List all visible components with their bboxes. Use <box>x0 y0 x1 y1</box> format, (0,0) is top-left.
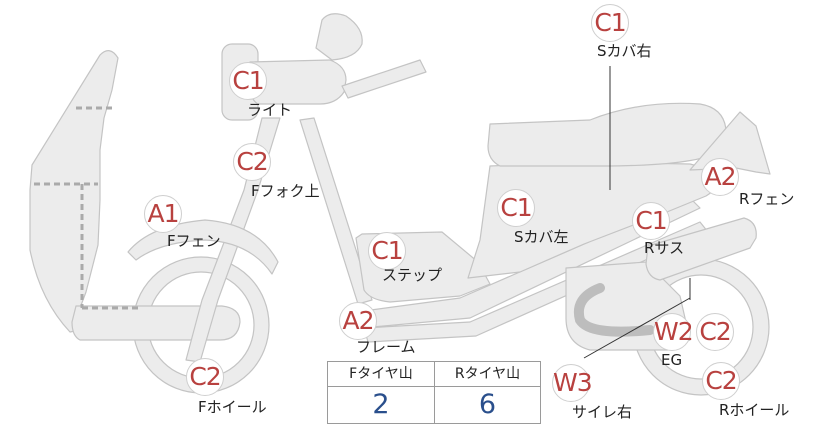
f-fork-upper-label: Fフォク上 <box>251 182 320 200</box>
leader-muffler <box>583 297 691 359</box>
frame-grade-badge: A2 <box>339 302 377 340</box>
step-label: ステップ <box>382 266 443 284</box>
muffler-right-grade-badge: W3 <box>552 364 593 402</box>
frame-label: フレーム <box>356 338 416 356</box>
r-fender-grade-badge: A2 <box>701 158 739 196</box>
step-grade-badge: C1 <box>368 232 406 270</box>
f-fender-label: Fフェン <box>167 232 221 250</box>
r-suspension-grade-badge: C1 <box>632 202 670 240</box>
muffler-right-label: サイレ右 <box>572 403 633 421</box>
r-fender-label: Rフェン <box>739 190 795 208</box>
front-tread-value: 2 <box>372 389 390 420</box>
rear-suspension-shape <box>645 217 757 281</box>
r-wheel-grade-badge: C2 <box>702 362 740 400</box>
rear-tread-header: Rタイヤ山 <box>435 362 540 387</box>
f-fender-grade-badge: A1 <box>144 195 182 233</box>
f-fork-upper-grade-badge: C2 <box>233 143 271 181</box>
front-panel-shape <box>29 50 119 333</box>
front-tread-header: Fタイヤ山 <box>328 362 434 387</box>
s-cover-left-label: Sカバ左 <box>514 228 569 246</box>
mirror-shape <box>315 13 363 61</box>
light-grade-badge: C1 <box>229 62 267 100</box>
engine-label: EG <box>661 351 683 369</box>
engine-extra-grade-badge: C2 <box>696 313 734 351</box>
light-label: ライト <box>247 101 293 119</box>
front-tread-column: Fタイヤ山 2 <box>328 362 435 423</box>
handlebar-shape <box>341 59 427 99</box>
fork-rear-tube-shape <box>299 117 373 305</box>
r-wheel-label: Rホイール <box>719 401 790 419</box>
s-cover-right-grade-badge: C1 <box>591 4 629 42</box>
r-suspension-label: Rサス <box>644 239 685 257</box>
f-wheel-label: Fホイール <box>198 398 267 416</box>
exhaust-pipe-shape <box>574 283 655 337</box>
tire-tread-table: Fタイヤ山 2 Rタイヤ山 6 <box>327 361 541 424</box>
f-wheel-grade-badge: C2 <box>186 358 224 396</box>
rear-tread-value: 6 <box>478 389 497 420</box>
s-cover-right-label: Sカバ右 <box>597 42 652 60</box>
s-cover-left-grade-badge: C1 <box>497 189 535 227</box>
seat-shape <box>487 102 727 167</box>
engine-grade-badge: W2 <box>653 313 694 351</box>
rear-tread-column: Rタイヤ山 6 <box>435 362 540 423</box>
